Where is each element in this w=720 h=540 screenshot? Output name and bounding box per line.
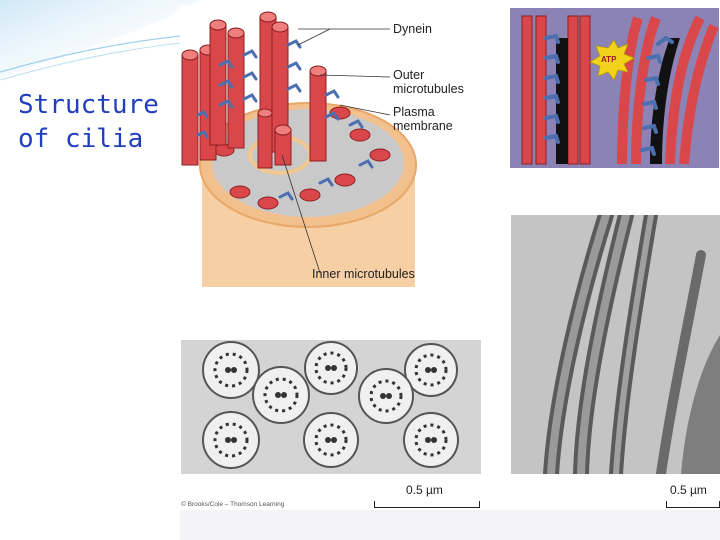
longitudinal-image [511, 215, 720, 474]
label-inner-microtubules: Inner microtubules [312, 267, 415, 281]
image-credit: © Brooks/Cole – Thomson Learning [181, 501, 285, 508]
dynein-sliding-diagram: ATP [510, 8, 719, 168]
straight-doublets [521, 15, 591, 165]
dynein-sliding-illustration [521, 15, 719, 165]
tall-tubules [181, 11, 327, 169]
cilia-structure-diagram: Dynein Outer microtubules Plasma membran… [180, 5, 492, 287]
axoneme-illustration [181, 11, 417, 287]
label-dynein: Dynein [393, 22, 432, 36]
cell-surface [681, 335, 720, 474]
label-plasma-membrane: Plasma membrane [393, 105, 453, 133]
central-pairs [225, 365, 437, 443]
cross-section-scale-bar [374, 501, 480, 508]
slide-title: Structure of cilia [18, 90, 159, 154]
gap-dark [556, 38, 568, 164]
cross-section-micrograph [181, 340, 481, 474]
corner-swoosh-1 [0, 34, 191, 73]
corner-swoosh-2 [0, 41, 191, 81]
doublet-rings [213, 351, 448, 458]
longitudinal-scale-bar [666, 501, 720, 508]
longitudinal-scale-label: 0.5 µm [670, 483, 707, 497]
atp-burst [589, 39, 635, 81]
label-leader-lines [281, 28, 391, 274]
corner-wave [0, 0, 200, 78]
cilia-longitudinal [543, 215, 706, 474]
bent-doublets [617, 15, 719, 165]
bottom-strip [180, 510, 720, 540]
dynein-arms [196, 39, 374, 201]
longitudinal-micrograph [511, 215, 720, 474]
atp-label: ATP [601, 55, 617, 64]
cross-section-scale-label: 0.5 µm [406, 483, 443, 497]
dynein-arms-panel [544, 33, 674, 156]
label-outer-microtubules: Outer microtubules [393, 68, 464, 96]
cross-section-image [181, 340, 481, 474]
